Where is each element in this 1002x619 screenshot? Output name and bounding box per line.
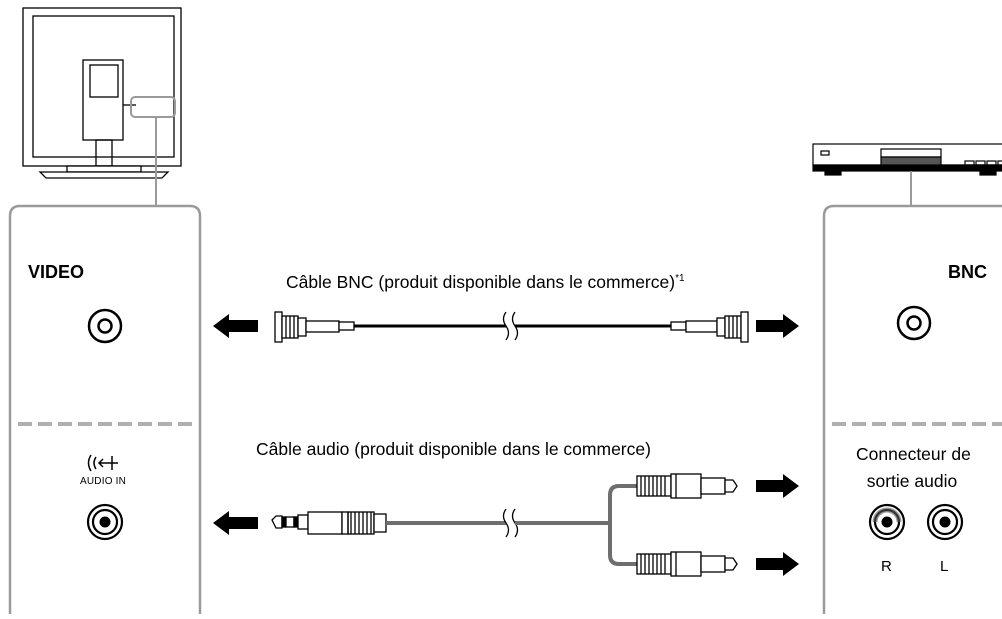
monitor-port-highlight: [130, 96, 176, 118]
bnc-plug-left: [274, 311, 355, 343]
video-label: VIDEO: [28, 262, 85, 282]
bnc-cable: [274, 311, 749, 343]
audio-in-jack[interactable]: [86, 503, 124, 541]
arrow-right-icon: [756, 314, 799, 338]
arrow-right-icon: [756, 552, 799, 576]
rca-plug-upper: [636, 473, 738, 499]
bnc-footnote-marker: *1: [675, 273, 685, 285]
audio-out-label-line1: Connecteur de: [856, 444, 971, 464]
bnc-cable-caption-text: Câble BNC (produit disponible dans le co…: [286, 272, 676, 292]
channel-l-label: L: [940, 558, 949, 575]
bnc-label: BNC: [948, 262, 987, 282]
device-terminal-panel: [822, 204, 1002, 614]
audio-out-l-jack[interactable]: [926, 503, 964, 541]
bnc-cable-caption: Câble BNC (produit disponible dans le co…: [286, 272, 685, 293]
stereo-mini-plug: [271, 511, 387, 535]
arrow-left-icon: [213, 314, 258, 338]
monitor-icon: [22, 7, 182, 179]
dvd-player-icon: [812, 143, 1002, 176]
bnc-output-jack[interactable]: [896, 305, 932, 341]
arrow-right-icon: [756, 474, 799, 498]
rca-plug-lower: [636, 551, 738, 577]
arrow-left-icon: [213, 511, 258, 535]
audio-cable-caption: Câble audio (produit disponible dans le …: [256, 439, 651, 459]
monitor-terminal-panel: [8, 204, 202, 614]
audio-out-label-line2: sortie audio: [866, 471, 958, 491]
channel-r-label: R: [881, 558, 892, 575]
video-bnc-jack[interactable]: [87, 308, 123, 344]
audio-in-label: AUDIO IN: [80, 476, 127, 487]
bnc-plug-right: [670, 311, 749, 343]
audio-out-r-jack[interactable]: [868, 503, 906, 541]
audio-cable: [271, 473, 738, 577]
audio-in-symbol-icon: [87, 454, 118, 472]
